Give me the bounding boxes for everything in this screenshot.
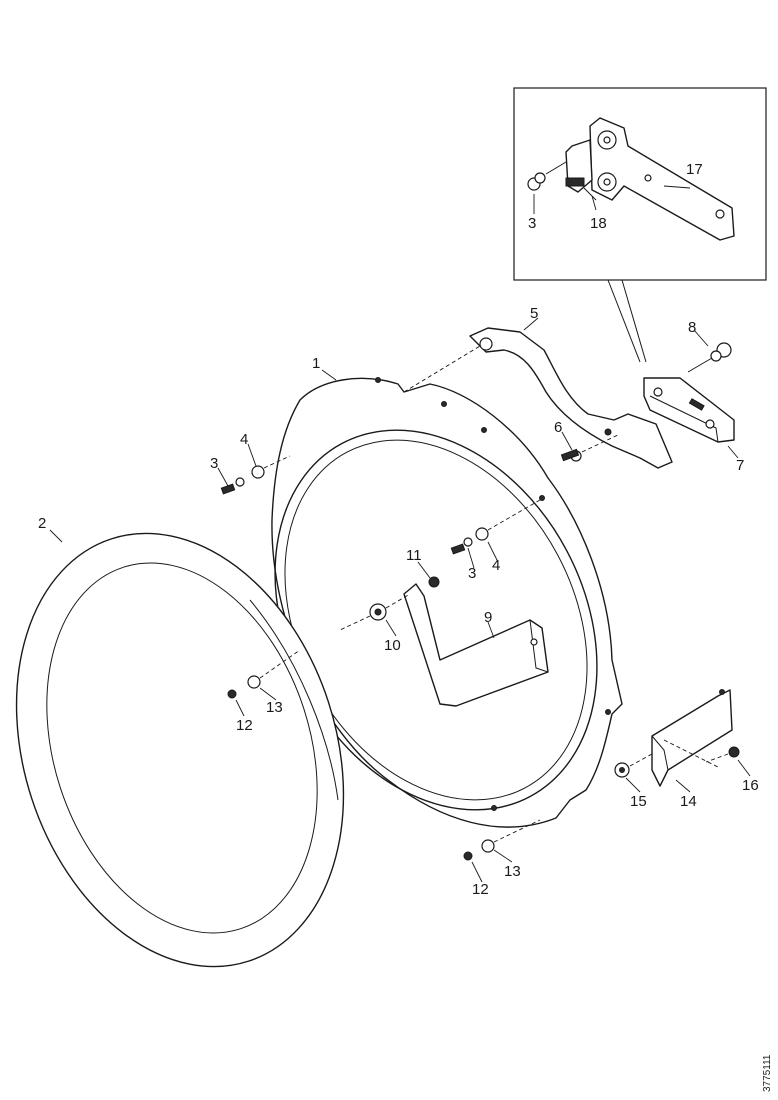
callout-labels: 1 2 3 4 3 4 3 5 6 7 8 9 10 11 12 13 12 1… — [38, 161, 759, 898]
hinge-block-7 — [643, 377, 735, 443]
callout-11: 11 — [406, 547, 422, 564]
screw-15 — [614, 753, 653, 778]
callout-12-left: 12 — [236, 717, 253, 734]
callout-2: 2 — [38, 515, 46, 532]
callout-1: 1 — [312, 355, 320, 372]
nut-10 — [339, 593, 411, 631]
door-glass-2 — [15, 532, 345, 968]
screw-8 — [687, 342, 732, 373]
callout-13-left: 13 — [266, 699, 283, 716]
callout-3-upper: 3 — [210, 455, 218, 472]
latch-bracket-14 — [651, 689, 733, 787]
screw-6 — [560, 433, 621, 462]
callout-7: 7 — [736, 457, 744, 474]
callout-5: 5 — [530, 305, 538, 322]
bracket-18 — [565, 139, 597, 201]
screw-16 — [705, 746, 740, 763]
door-frame-1 — [271, 377, 623, 828]
screw-3-washer-4-center — [450, 499, 541, 555]
screw-11 — [428, 576, 440, 588]
callout-4-upper: 4 — [240, 431, 248, 448]
callout-16: 16 — [742, 777, 759, 794]
callout-leaders — [49, 185, 751, 883]
callout-12-bottom: 12 — [472, 881, 489, 898]
callout-10: 10 — [384, 637, 401, 654]
hinge-plate-17 — [589, 117, 735, 241]
callout-9: 9 — [484, 609, 492, 626]
callout-14: 14 — [680, 793, 697, 810]
callout-4-center: 4 — [492, 557, 500, 574]
drawing-id: 3775111 — [762, 1054, 773, 1092]
screw-3-washer-4-upper — [220, 455, 291, 495]
callout-13-bottom: 13 — [504, 863, 521, 880]
callout-6: 6 — [554, 419, 562, 436]
callout-17: 17 — [686, 161, 703, 178]
bracket-9 — [403, 583, 549, 707]
callout-8: 8 — [688, 319, 696, 336]
nut-12-washer-13-left — [227, 649, 301, 699]
callout-3-inset: 3 — [528, 215, 536, 232]
nut-12-washer-13-bottom — [463, 819, 541, 861]
callout-15: 15 — [630, 793, 647, 810]
callout-18: 18 — [590, 215, 607, 232]
screw-8-inset — [527, 161, 567, 191]
callout-3-center: 3 — [468, 565, 476, 582]
